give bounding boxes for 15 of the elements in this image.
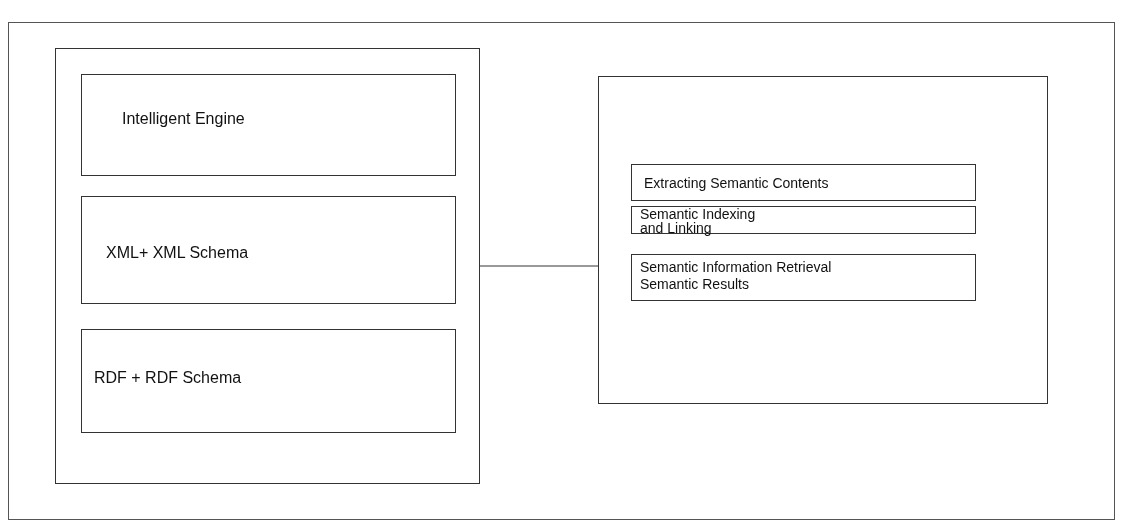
box-label: RDF + RDF Schema xyxy=(94,369,242,386)
process-box xyxy=(631,254,976,301)
process-box xyxy=(81,329,456,433)
connector-line xyxy=(479,265,599,267)
container-box xyxy=(55,48,480,484)
box-label: Semantic Information Retrieval Semantic Results xyxy=(640,259,832,292)
box-label: XML+ XML Schema xyxy=(106,244,249,261)
process-box xyxy=(81,74,456,176)
box-label: Extracting Semantic Contents xyxy=(644,175,829,191)
process-box xyxy=(81,196,456,304)
box-label: Intelligent Engine xyxy=(122,110,245,127)
process-box xyxy=(631,206,976,234)
process-box xyxy=(631,164,976,201)
container-box xyxy=(598,76,1048,404)
box-label: Semantic Indexing and Linking xyxy=(640,206,756,236)
